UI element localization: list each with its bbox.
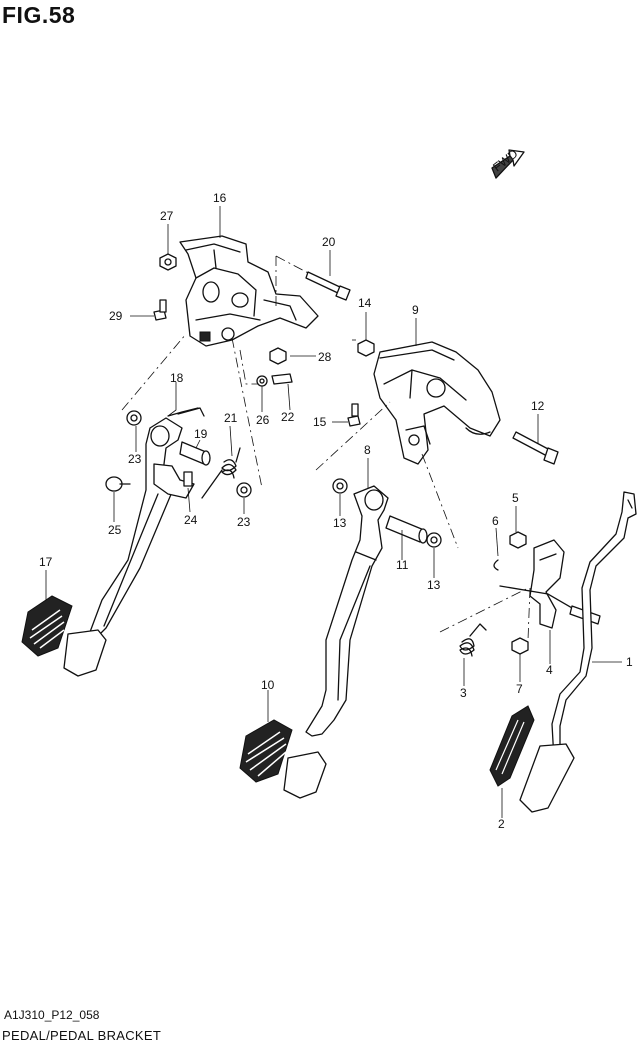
figure-title: FIG.58 [2, 2, 76, 28]
bushing-11 [385, 515, 428, 544]
callout-24: 24 [184, 513, 198, 527]
callout-25: 25 [108, 523, 122, 537]
callout-12: 12 [531, 399, 545, 413]
spring-21 [201, 447, 241, 499]
accelerator-pedal-arm [551, 491, 637, 761]
callout-13-upper: 13 [333, 516, 347, 530]
screw-5 [509, 531, 527, 549]
bush-23-left [126, 410, 142, 426]
callout-14: 14 [358, 296, 372, 310]
callout-11: 11 [396, 558, 409, 572]
brake-pedal-pad-10 [239, 719, 327, 799]
leader-lines [45, 206, 622, 818]
clutch-pedal-pad-17 [21, 595, 107, 677]
callout-2: 2 [498, 817, 505, 831]
callout-7: 7 [516, 682, 523, 696]
callout-6: 6 [492, 514, 499, 528]
bolt-15 [347, 403, 361, 427]
callout-10: 10 [261, 678, 275, 692]
nut-7 [511, 637, 529, 655]
nut-27 [159, 253, 177, 271]
callout-26: 26 [256, 413, 270, 427]
callout-21: 21 [224, 411, 238, 425]
bushing-19 [179, 441, 211, 466]
callout-29: 29 [109, 309, 123, 323]
bush-23-right [236, 482, 252, 498]
callout-4: 4 [546, 663, 553, 677]
figure-caption: PEDAL/PEDAL BRACKET [2, 1028, 162, 1043]
callout-28: 28 [318, 350, 332, 364]
callout-15: 15 [313, 415, 327, 429]
figure-code: A1J310_P12_058 [4, 1008, 100, 1022]
bolt-29 [153, 299, 167, 321]
fwd-arrow: FWD [490, 146, 525, 179]
callout-23-left: 23 [128, 452, 142, 466]
nut-28 [269, 347, 287, 365]
bush-13-upper [332, 478, 348, 494]
clutch-pedal-bracket [179, 235, 319, 347]
bolt-20 [305, 271, 351, 301]
brake-pedal-bracket [373, 341, 501, 465]
callout-19: 19 [194, 427, 208, 441]
bolt-22 [271, 373, 293, 385]
callout-18: 18 [170, 371, 184, 385]
clutch-pedal-arm [89, 407, 205, 637]
callout-3: 3 [460, 686, 467, 700]
pin-24 [183, 471, 193, 487]
stopper-25 [105, 476, 131, 492]
bolt-12 [512, 431, 559, 465]
nut-14 [357, 339, 375, 357]
callout-22: 22 [281, 410, 295, 424]
callout-1: 1 [626, 655, 633, 669]
callout-16: 16 [213, 191, 227, 205]
callout-8: 8 [364, 443, 371, 457]
assembly-lines [121, 255, 531, 641]
callout-27: 27 [160, 209, 174, 223]
clip-6 [493, 559, 499, 571]
spring-3 [459, 623, 487, 657]
nut-26 [256, 375, 268, 387]
callout-23-right: 23 [237, 515, 251, 529]
callout-5: 5 [512, 491, 519, 505]
callout-17: 17 [39, 555, 53, 569]
brake-pedal-arm [305, 485, 389, 737]
accelerator-pedal-pad-2 [489, 705, 575, 813]
callout-13-lower: 13 [427, 578, 441, 592]
bush-13-lower [426, 532, 442, 548]
callout-20: 20 [322, 235, 336, 249]
callout-9: 9 [412, 303, 419, 317]
callout-numbers: 1 2 3 4 5 6 7 8 9 10 11 12 13 13 14 15 1… [39, 191, 633, 831]
spring-rod-18 [167, 407, 199, 417]
